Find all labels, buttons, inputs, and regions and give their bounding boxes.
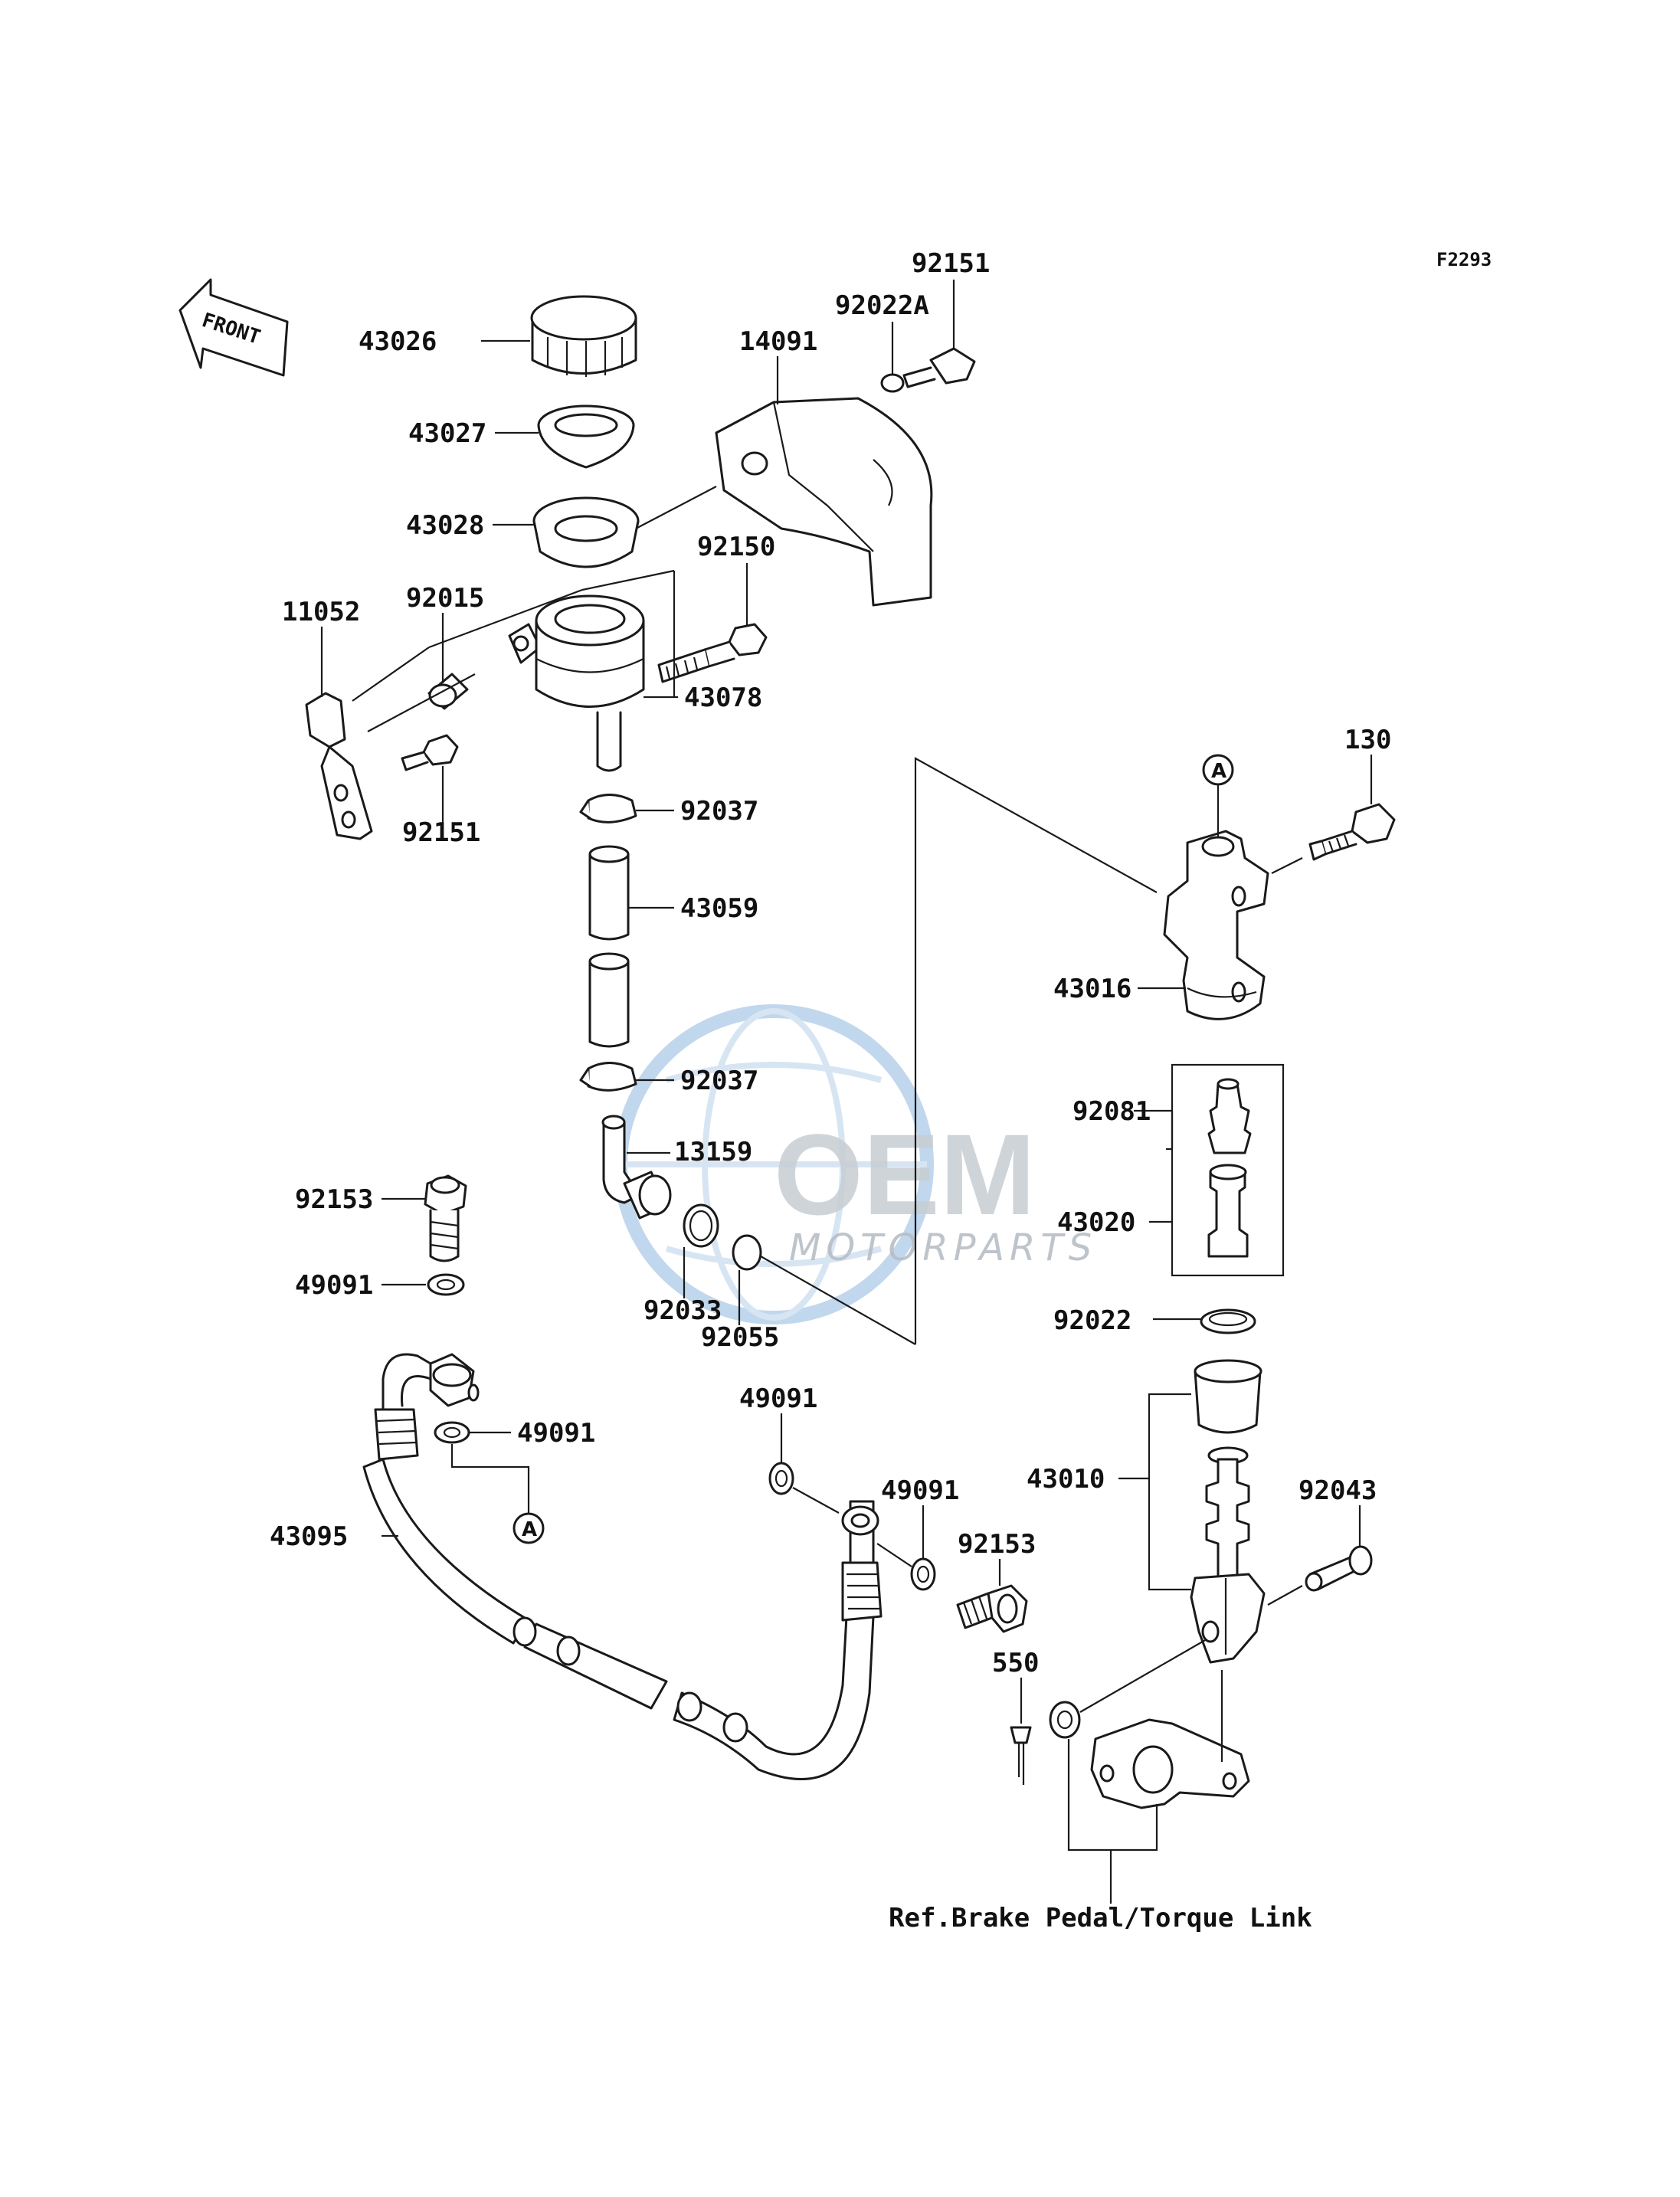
master-cylinder-body bbox=[1163, 830, 1269, 1020]
elbow-13159 bbox=[601, 1115, 672, 1220]
pin-92043 bbox=[1305, 1545, 1373, 1592]
label-43027: 43027 bbox=[408, 418, 486, 449]
circlip-92022 bbox=[1200, 1308, 1256, 1334]
label-11052: 11052 bbox=[282, 597, 360, 627]
washer-49091-d bbox=[910, 1557, 936, 1591]
pedal-washer bbox=[1049, 1701, 1081, 1739]
brake-hose bbox=[362, 1353, 883, 1780]
reservoir-guard bbox=[715, 397, 933, 607]
piston-cup-92081 bbox=[1207, 1078, 1252, 1154]
hose-43059 bbox=[588, 845, 630, 1048]
front-arrow-icon: FRONT bbox=[178, 278, 289, 377]
bolt-92150 bbox=[657, 623, 768, 683]
marker-a-top-letter: A bbox=[1211, 760, 1226, 783]
reservoir-cap bbox=[530, 295, 637, 377]
label-49091-c: 49091 bbox=[739, 1383, 817, 1414]
watermark-brand: OEM bbox=[774, 1110, 1036, 1239]
label-92033: 92033 bbox=[644, 1295, 722, 1326]
bolt-92151-bottom bbox=[401, 734, 459, 771]
label-49091-d: 49091 bbox=[881, 1475, 959, 1506]
diagram-code: F2293 bbox=[1436, 249, 1492, 270]
banjo-bolt-92153-right bbox=[956, 1584, 1028, 1633]
reference-note: Ref.Brake Pedal/Torque Link bbox=[889, 1903, 1312, 1933]
label-550: 550 bbox=[992, 1648, 1039, 1678]
label-130: 130 bbox=[1344, 725, 1391, 755]
watermark-tagline: MOTORPARTS bbox=[789, 1226, 1097, 1269]
label-43020: 43020 bbox=[1057, 1207, 1135, 1238]
label-92150: 92150 bbox=[697, 532, 775, 562]
label-43010: 43010 bbox=[1027, 1464, 1105, 1495]
banjo-bolt-92153-left bbox=[424, 1174, 467, 1262]
cotter-pin-550 bbox=[1010, 1726, 1032, 1785]
label-92022: 92022 bbox=[1053, 1305, 1131, 1336]
washer-49091-a bbox=[427, 1273, 465, 1296]
label-92037-bottom: 92037 bbox=[680, 1066, 758, 1096]
label-92043: 92043 bbox=[1298, 1475, 1377, 1506]
marker-a-bottom-letter: A bbox=[522, 1518, 537, 1541]
label-92055: 92055 bbox=[701, 1322, 779, 1353]
diaphragm-plate bbox=[537, 404, 635, 469]
washer-92022a bbox=[880, 373, 905, 393]
clamp-92037-top bbox=[579, 794, 637, 823]
collar-92015 bbox=[427, 673, 469, 710]
diaphragm bbox=[532, 496, 640, 568]
label-92022a: 92022A bbox=[835, 290, 929, 321]
washer-49091-b bbox=[434, 1421, 470, 1444]
label-43016: 43016 bbox=[1053, 974, 1131, 1004]
label-92153-right: 92153 bbox=[958, 1529, 1036, 1560]
push-rod bbox=[1205, 1446, 1250, 1583]
label-92081: 92081 bbox=[1073, 1096, 1151, 1127]
piston-43020 bbox=[1207, 1164, 1249, 1258]
label-92037-top: 92037 bbox=[680, 796, 758, 827]
label-92151-bottom: 92151 bbox=[402, 817, 480, 848]
bolt-130 bbox=[1308, 803, 1396, 861]
hose-banjo-left bbox=[429, 1353, 480, 1407]
pedal-lever bbox=[1090, 1718, 1250, 1809]
label-43078: 43078 bbox=[684, 683, 762, 713]
label-43026: 43026 bbox=[359, 326, 437, 357]
label-43028: 43028 bbox=[406, 510, 484, 541]
marker-a-top: A bbox=[1202, 754, 1234, 786]
clamp-92037-bottom bbox=[579, 1062, 637, 1092]
marker-a-bottom: A bbox=[513, 1512, 545, 1544]
label-43059: 43059 bbox=[680, 893, 758, 924]
label-92015: 92015 bbox=[406, 583, 484, 614]
bracket-11052 bbox=[305, 692, 373, 840]
clevis bbox=[1190, 1573, 1266, 1664]
label-92153-left: 92153 bbox=[295, 1184, 373, 1215]
label-49091-b: 49091 bbox=[517, 1418, 595, 1449]
label-49091-a: 49091 bbox=[295, 1270, 373, 1301]
circlip-92033 bbox=[683, 1203, 719, 1248]
push-rod-boot bbox=[1194, 1359, 1262, 1434]
label-13159: 13159 bbox=[674, 1137, 752, 1167]
bolt-92151-top bbox=[902, 347, 976, 388]
washer-49091-c bbox=[768, 1462, 794, 1495]
label-92151-top: 92151 bbox=[912, 248, 990, 279]
o-ring-92055 bbox=[732, 1234, 762, 1271]
reservoir-body bbox=[508, 594, 645, 772]
label-43095: 43095 bbox=[270, 1521, 348, 1552]
label-14091: 14091 bbox=[739, 326, 817, 357]
